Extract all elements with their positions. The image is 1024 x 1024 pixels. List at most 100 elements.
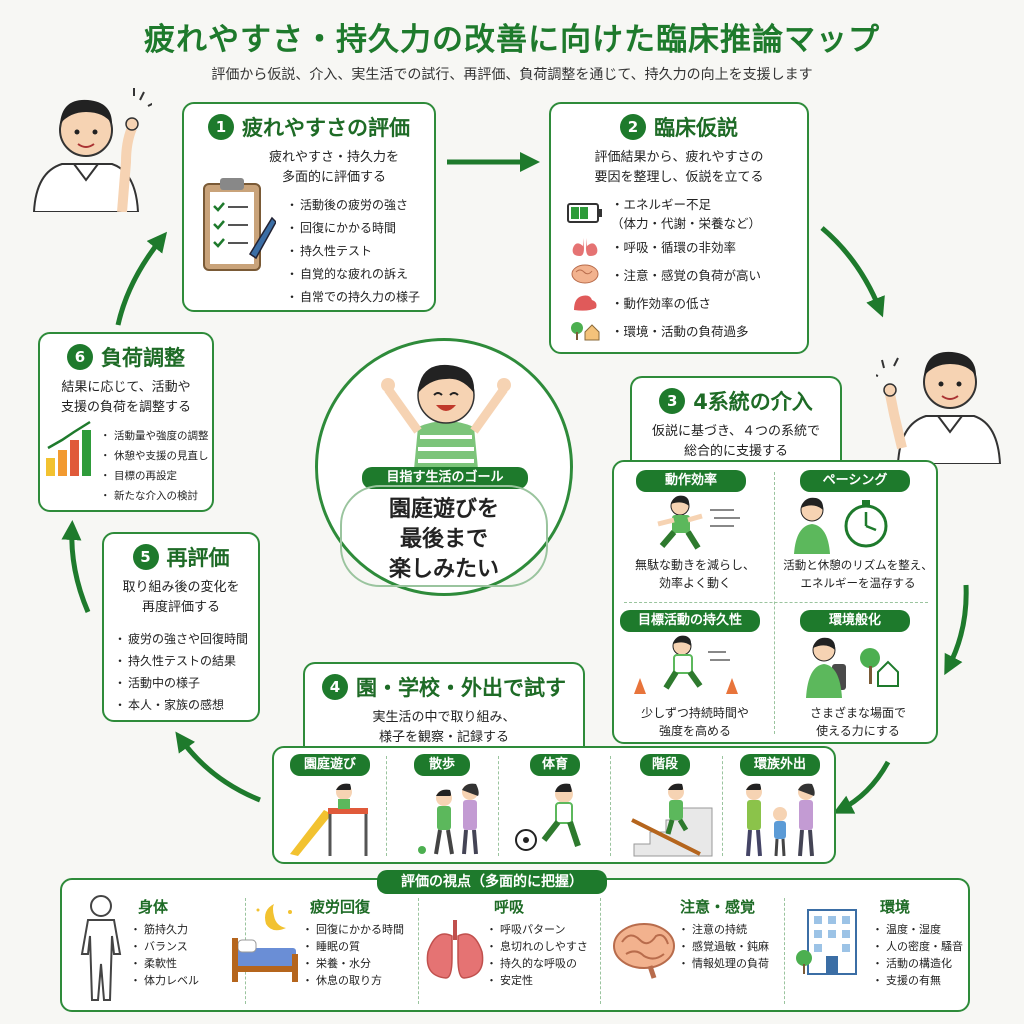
viewpoint-item: 体力レベル — [130, 972, 242, 989]
viewpoint-item: 息切れのしやすさ — [486, 938, 598, 955]
hypothesis-text: 呼吸・循環の非効率 — [623, 239, 737, 255]
step3-title: 4系統の介入 — [693, 390, 813, 414]
step5-title: 再評価 — [166, 546, 230, 570]
step3-desc-line: 仮説に基づき、４つの系統で — [651, 424, 821, 439]
step4-desc-line: 様子を観察・記録する — [378, 730, 509, 745]
arrow-2-to-3 — [820, 226, 885, 318]
building-icon — [796, 909, 857, 975]
viewpoint-item: 休息の取り方 — [302, 972, 420, 989]
step2-desc-line: 要因を整理し、仮説を立てる — [594, 170, 764, 185]
bed-moon-icon — [232, 904, 298, 982]
step6-desc-line: 支援の負荷を調整する — [60, 400, 191, 415]
hypothesis-breathing: ・呼吸・循環の非効率 — [567, 234, 736, 258]
activity-label: 園庭遊び — [290, 754, 370, 776]
quad-label-movement: 動作効率 — [636, 470, 746, 492]
quad-caption-line: 活動と休憩のリズムを整え、 — [783, 558, 933, 572]
step6-item: 新たな介入の検討 — [100, 486, 209, 506]
viewpoint-item: 回復にかかる時間 — [302, 921, 420, 938]
viewpoint-title: 注意・感覚 — [680, 898, 756, 916]
house-tree-icon — [571, 322, 600, 341]
quad-caption-generalization: さまざまな場面で 使える力にする — [778, 704, 938, 740]
step1-item: 持久性テスト — [286, 240, 420, 263]
step5-item: 持久性テストの結果 — [114, 650, 258, 672]
viewpoint-item: 筋持久力 — [130, 921, 242, 938]
arrow-3-to-4 — [832, 760, 891, 814]
step1-item: 活動後の疲労の強さ — [286, 194, 420, 217]
viewpoint-title: 環境 — [880, 898, 911, 916]
step3-card: 3 4系統の介入 仮説に基づき、４つの系統で 総合的に支援する — [630, 376, 842, 464]
step2-title: 臨床仮説 — [654, 116, 738, 140]
step5-desc-line: 再度評価する — [141, 600, 220, 615]
playground-slide-icon — [290, 783, 368, 856]
goal-text-line: 最後まで — [399, 527, 488, 552]
quad-caption-movement: 無駄な動きを減らし、 効率よく動く — [618, 556, 772, 592]
step2-desc: 評価結果から、疲れやすさの 要因を整理し、仮説を立てる — [551, 148, 807, 188]
clipboard-icon — [203, 178, 276, 271]
body-outline-icon — [80, 895, 122, 1001]
step1-desc-line: 多面的に評価する — [281, 170, 386, 185]
step5-item: 活動中の様子 — [114, 672, 258, 694]
child-stopwatch-icon — [794, 497, 888, 554]
step2-heading: 2 臨床仮説 — [551, 112, 807, 142]
step1-item: 自覚的な疲れの訴え — [286, 263, 420, 286]
viewpoint-title: 呼吸 — [494, 898, 525, 916]
step2-card: 2 臨床仮説 評価結果から、疲れやすさの 要因を整理し、仮説を立てる ・エネルギ… — [549, 102, 809, 354]
arrow-4-to-5 — [175, 731, 261, 803]
viewpoint-environment: 環境 温度・湿度 人の密度・騒音 活動の構造化 支援の有無 — [872, 896, 968, 1006]
hypothesis-subtext: （体力・代謝・栄養など） — [611, 216, 762, 231]
child-backpack-icon — [806, 637, 899, 698]
bar-growth-icon — [46, 420, 91, 476]
brain-icon — [613, 923, 675, 979]
battery-icon — [567, 203, 602, 223]
step5-desc: 取り組み後の変化を 再度評価する — [104, 578, 258, 618]
hypothesis-text: 注意・感覚の負荷が高い — [623, 267, 762, 283]
hypothesis-energy: ・エネルギー不足 （体力・代謝・栄養など） — [567, 194, 761, 232]
goal-text-line: 楽しみたい — [388, 557, 499, 582]
step6-number: 6 — [67, 344, 93, 370]
child-cheering-illustration — [381, 364, 511, 469]
arrow-3-to-3b — [944, 584, 969, 676]
hypothesis-text: 環境・活動の負荷過多 — [623, 323, 749, 339]
step6-list: 活動量や強度の調整 休憩や支援の見直し 目標の再設定 新たな介入の検討 — [100, 426, 209, 506]
goal-circle: 目指す生活のゴール 園庭遊びを 最後まで 楽しみたい — [315, 338, 573, 596]
viewpoint-item: 柔軟性 — [130, 955, 242, 972]
viewpoint-body: 身体 筋持久力 バランス 柔軟性 体力レベル — [130, 896, 242, 1006]
step4-desc-line: 実生活の中で取り組み、 — [372, 710, 516, 725]
step2-number: 2 — [620, 114, 646, 140]
step5-item: 疲労の強さや回復時間 — [114, 628, 258, 650]
step1-card: 1 疲れやすさの評価 疲れやすさ・持久力を 多面的に評価する 活動後の疲労の強さ… — [182, 102, 436, 312]
family-outing-icon — [746, 783, 815, 857]
viewpoint-item: 温度・湿度 — [872, 921, 968, 938]
page-subtitle: 評価から仮説、介入、実生活での試行、再評価、負荷調整を通じて、持久力の向上を支援… — [211, 67, 813, 83]
step5-list: 疲労の強さや回復時間 持久性テストの結果 活動中の様子 本人・家族の感想 — [114, 628, 258, 716]
step1-list: 活動後の疲労の強さ 回復にかかる時間 持久性テスト 自覚的な疲れの訴え 自常での… — [286, 194, 420, 309]
quad-caption-line: 無駄な動きを減らし、 — [634, 558, 755, 572]
step5-card: 5 再評価 取り組み後の変化を 再度評価する 疲労の強さや回復時間 持久性テスト… — [102, 532, 260, 722]
activity-label: 散歩 — [414, 754, 470, 776]
quad-caption-line: 使える力にする — [816, 724, 900, 738]
step6-title: 負荷調整 — [101, 346, 185, 370]
viewpoint-item: 感覚過敏・鈍麻 — [678, 938, 784, 955]
step1-title: 疲れやすさの評価 — [242, 116, 410, 140]
step6-card: 6 負荷調整 結果に応じて、活動や 支援の負荷を調整する 活動量や強度の調整 休… — [38, 332, 214, 512]
viewpoint-item: 持久的な呼吸の — [486, 955, 598, 972]
viewpoint-item: 支援の有無 — [872, 972, 968, 989]
viewpoint-attention: 注意・感覚 注意の持続 感覚過敏・鈍麻 情報処理の負荷 — [678, 896, 784, 1006]
hypothesis-text: 動作効率の低さ — [623, 295, 712, 311]
step1-number: 1 — [208, 114, 234, 140]
arrow-5-to-6 — [61, 520, 91, 613]
viewpoints-title: 評価の視点（多面的に把握） — [377, 870, 607, 894]
step6-item: 活動量や強度の調整 — [100, 426, 208, 446]
viewpoint-item: 活動の構造化 — [872, 955, 968, 972]
step3-desc-line: 総合的に支援する — [683, 444, 788, 459]
step4-number: 4 — [322, 674, 348, 700]
step4-desc: 実生活の中で取り組み、 様子を観察・記録する — [305, 708, 583, 748]
step2-desc-line: 評価結果から、疲れやすさの — [594, 150, 764, 165]
hypothesis-attention: ・注意・感覚の負荷が高い — [567, 262, 761, 286]
goal-text: 園庭遊びを 最後まで 楽しみたい — [318, 495, 570, 585]
viewpoint-item: バランス — [130, 938, 242, 955]
step6-item: 休憩や支援の見直し — [100, 446, 208, 466]
step1-item: 回復にかかる時間 — [286, 217, 420, 240]
hypothesis-text: エネルギー不足 — [623, 197, 712, 212]
